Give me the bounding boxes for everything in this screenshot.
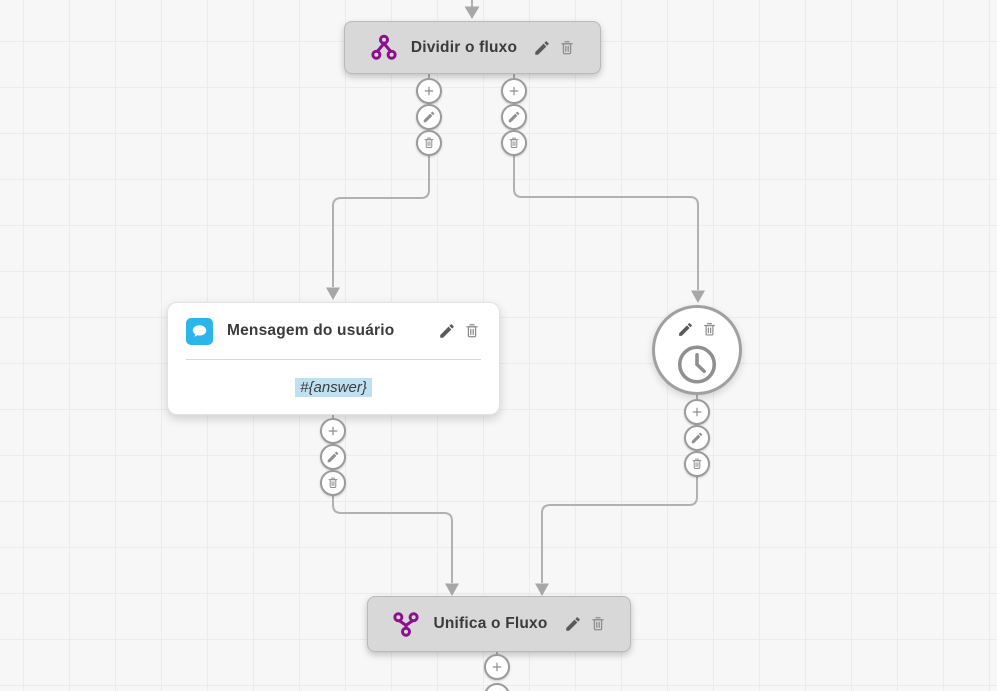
plus-icon [326,424,340,438]
merge-flow-icon [391,609,421,639]
arrowhead-into-merge-right [535,583,549,596]
node-split-flow[interactable]: Dividir o fluxo [344,21,601,74]
edit-pencil-icon[interactable] [438,322,456,340]
trash-icon[interactable] [701,321,718,338]
add-block-button[interactable] [320,418,346,444]
connector-wait-to-merge [541,477,698,583]
node-merge-title: Unifica o Fluxo [433,615,548,632]
clock-icon [675,342,720,387]
port-buttons-split-left [416,78,442,156]
node-split-title: Dividir o fluxo [410,38,518,56]
node-user-message[interactable]: Mensagem do usuário #{answer} [167,302,500,415]
edit-connection-button[interactable] [416,104,442,130]
connector-message-to-merge [332,496,453,583]
edit-connection-button[interactable] [320,444,346,470]
delete-connection-button[interactable] [416,130,442,156]
trash-icon [507,136,521,150]
trash-icon[interactable] [463,322,481,340]
edit-pencil-icon[interactable] [677,321,694,338]
port-buttons-split-right [501,78,527,156]
arrowhead-into-message [326,287,340,300]
card-divider [186,359,481,360]
connector-split-to-wait [513,155,699,290]
edit-connection-button[interactable] [501,104,527,130]
edit-pencil-icon[interactable] [533,39,551,57]
plus-icon [490,660,504,674]
edit-connection-button[interactable] [684,425,710,451]
node-wait[interactable] [652,305,742,395]
add-block-button[interactable] [684,399,710,425]
arrowhead-into-wait [691,290,705,303]
edit-pencil-icon [422,110,436,124]
plus-icon [422,84,436,98]
plus-icon [690,405,704,419]
plus-icon [507,84,521,98]
edit-pencil-icon [507,110,521,124]
port-buttons-wait [684,399,710,477]
port-buttons-merge [484,654,510,691]
node-merge-flow[interactable]: Unifica o Fluxo [367,596,631,652]
split-flow-icon [369,33,399,63]
add-block-button[interactable] [416,78,442,104]
trash-icon [422,136,436,150]
trash-icon [690,457,704,471]
trash-icon[interactable] [558,39,576,57]
port-buttons-message [320,418,346,496]
arrowhead-into-split [464,6,480,19]
trash-icon[interactable] [589,615,607,633]
chat-bubble-icon [186,317,213,345]
connector-split-to-message [332,155,430,287]
add-block-button[interactable] [501,78,527,104]
delete-connection-button[interactable] [684,451,710,477]
trash-icon [326,476,340,490]
arrowhead-into-merge-left [445,583,459,596]
edit-pencil-icon [326,450,340,464]
add-block-button[interactable] [484,654,510,680]
variable-chip[interactable]: #{answer} [295,377,372,397]
edit-pencil-icon [690,431,704,445]
node-user-message-title: Mensagem do usuário [227,322,395,339]
delete-connection-button[interactable] [501,130,527,156]
edit-connection-button[interactable] [484,683,510,691]
edit-pencil-icon[interactable] [564,615,582,633]
delete-connection-button[interactable] [320,470,346,496]
